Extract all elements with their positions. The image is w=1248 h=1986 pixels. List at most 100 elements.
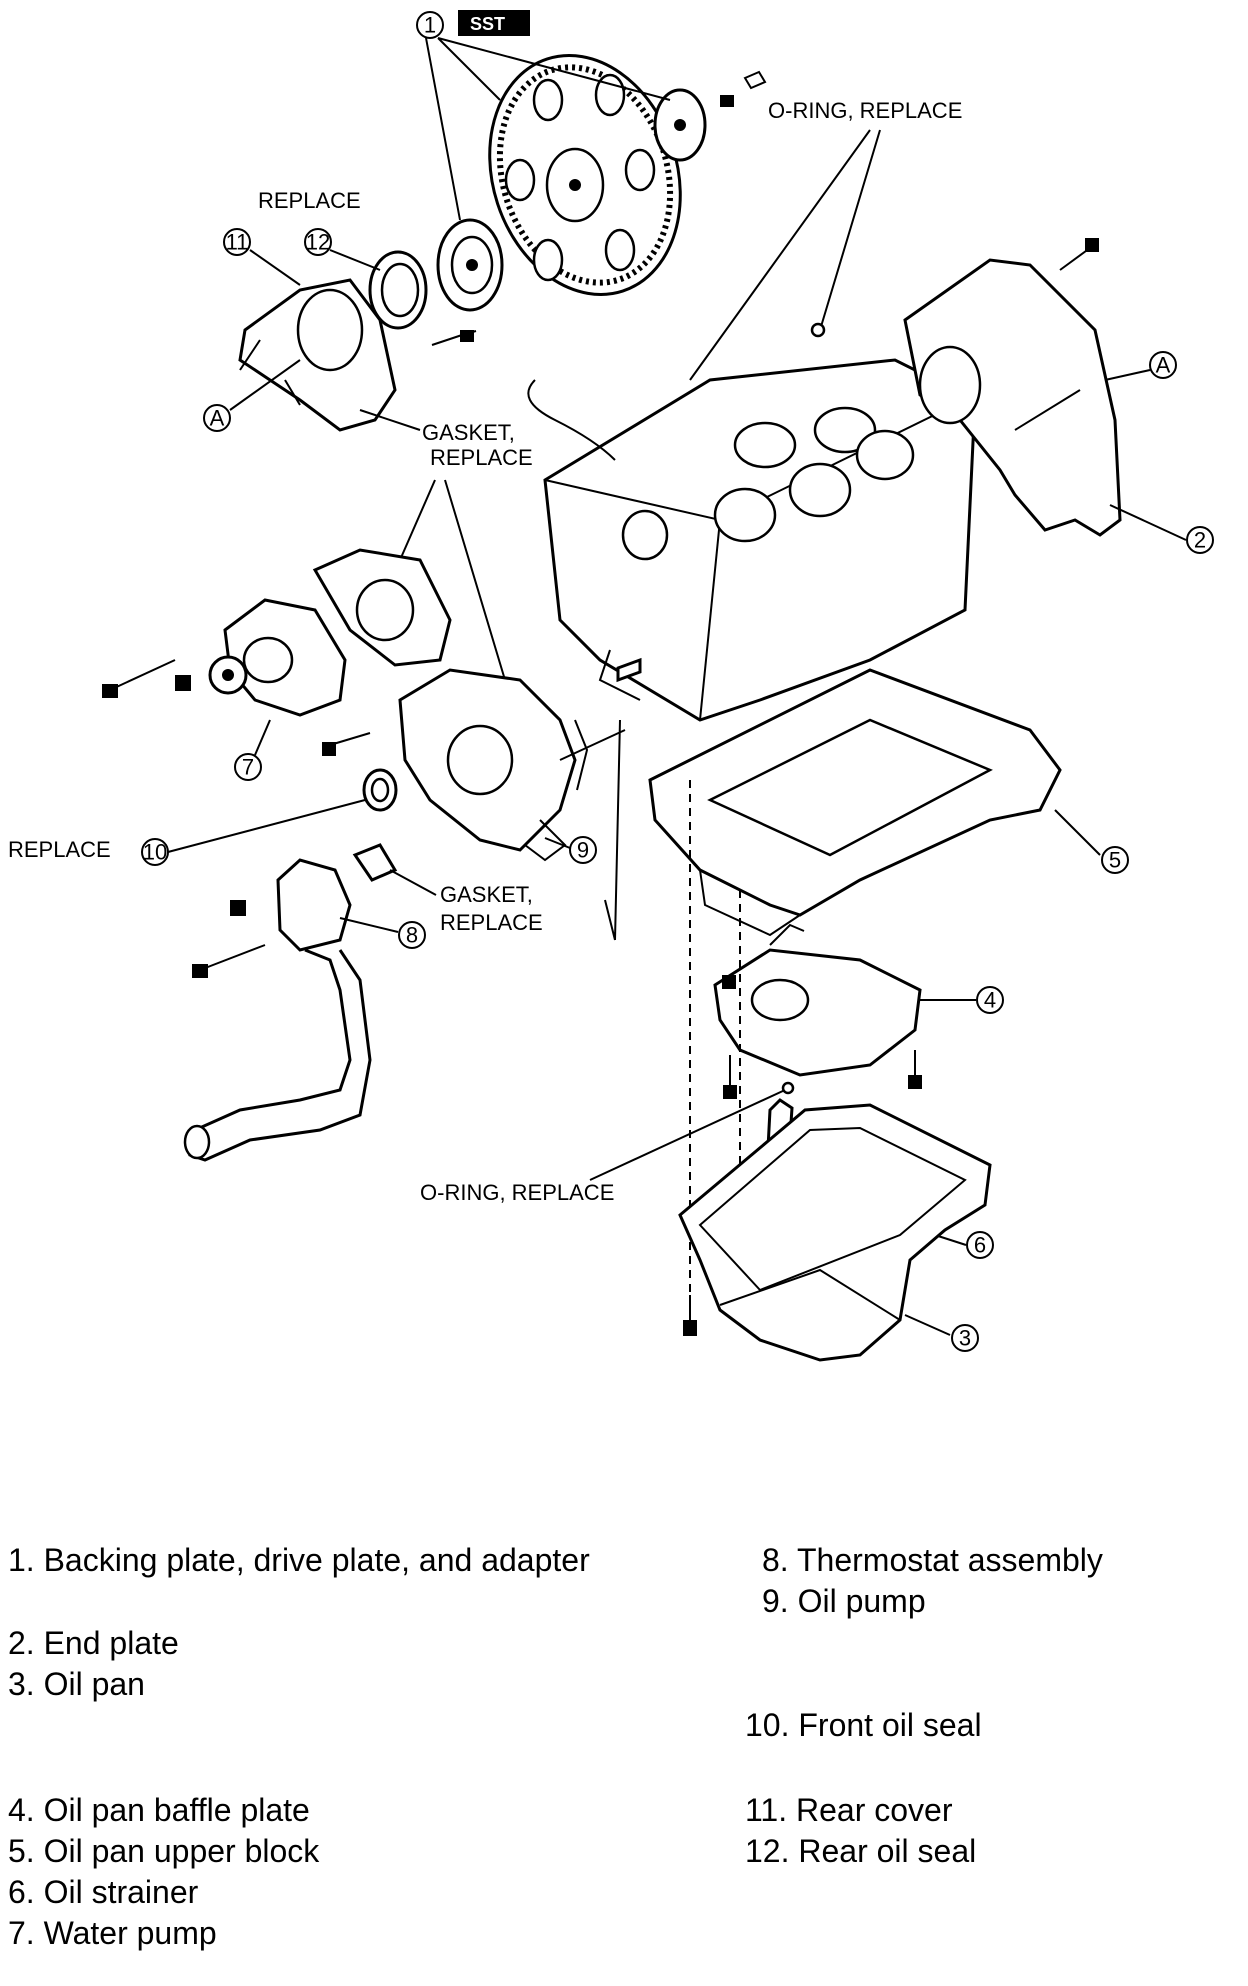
legend-text: Oil pan <box>43 1666 145 1702</box>
legend-item-9: 9. Oil pump <box>762 1581 926 1621</box>
gasket-label-bottom-line1: GASKET, <box>440 882 533 907</box>
callout-a-right <box>1149 351 1177 379</box>
callout-8 <box>398 921 426 949</box>
legend-text: Thermostat assembly <box>797 1542 1103 1578</box>
legend-item-2: 2. End plate <box>8 1623 179 1663</box>
baffle-bolt-left <box>723 1085 737 1099</box>
rear-cover <box>238 278 397 432</box>
callout-4-number: 4 <box>984 988 996 1013</box>
legend-text: Oil strainer <box>43 1874 199 1910</box>
legend-number: 8. <box>762 1542 789 1578</box>
callout-1-number: 1 <box>424 13 436 38</box>
legend-number: 4. <box>8 1792 35 1828</box>
thermostat-bolt <box>199 944 266 971</box>
legend-text: Front oil seal <box>798 1707 982 1743</box>
sst-badge <box>458 10 530 36</box>
gasket-leaders-top <box>359 409 506 681</box>
adapter <box>436 218 504 312</box>
o-ring-replace-label-top: O-RING, REPLACE <box>768 98 962 123</box>
callout-4 <box>976 986 1004 1014</box>
legend-item-3: 3. Oil pan <box>8 1664 145 1704</box>
oil-pan-bolt <box>683 1320 697 1336</box>
callout-5-number: 5 <box>1109 848 1121 873</box>
callout-12 <box>304 228 332 256</box>
legend-item-6: 6. Oil strainer <box>8 1872 198 1912</box>
water-pump-gasket <box>312 548 452 667</box>
legend-item-1: 1. Backing plate, drive plate, and adapt… <box>8 1540 590 1580</box>
callout-2 <box>1186 526 1214 554</box>
gasket-label-top-line2: REPLACE <box>430 445 533 470</box>
legend-item-4: 4. Oil pan baffle plate <box>8 1790 310 1830</box>
legend-number: 11. <box>745 1792 788 1828</box>
legend-number: 6. <box>8 1874 35 1910</box>
oil-pump <box>398 668 589 862</box>
baffle-bolt-top <box>722 975 736 989</box>
callout-a-left-letter: A <box>210 406 225 431</box>
legend-number: 9. <box>762 1583 789 1619</box>
legend-number: 12. <box>745 1833 790 1869</box>
legend-text: End plate <box>43 1625 179 1661</box>
legend-number: 1. <box>8 1542 35 1578</box>
oil-pan-baffle-plate <box>713 923 922 1077</box>
water-pump-bolt <box>109 659 176 691</box>
callout-8-number: 8 <box>406 923 418 948</box>
legend-number: 7. <box>8 1915 35 1951</box>
gasket-label-top-line1: GASKET, <box>422 420 515 445</box>
oil-pump-bolt <box>329 732 371 746</box>
callout-6 <box>966 1231 994 1259</box>
legend-item-11: 11. Rear cover <box>745 1790 953 1830</box>
legend-text: Oil pan upper block <box>43 1833 320 1869</box>
callout-11-number: 11 <box>226 230 249 255</box>
legend-number: 5. <box>8 1833 35 1869</box>
callout-2-number: 2 <box>1194 528 1206 553</box>
callout-a-left <box>203 404 231 432</box>
callout-7 <box>234 753 262 781</box>
legend-item-12: 12. Rear oil seal <box>745 1831 976 1871</box>
legend-item-10: 10. Front oil seal <box>745 1705 982 1745</box>
callout-3-number: 3 <box>959 1326 971 1351</box>
callout-1 <box>416 11 444 39</box>
baffle-bolt-right <box>908 1075 922 1089</box>
legend-item-7: 7. Water pump <box>8 1913 217 1953</box>
replace-label-10: REPLACE <box>8 837 111 862</box>
exploded-engine-diagram: 1 SST O-RING, REPLACE REPLACE 11 12 A GA… <box>8 10 1214 1362</box>
o-ring-replace-label-bottom: O-RING, REPLACE <box>420 1180 614 1205</box>
legend-item-5: 5. Oil pan upper block <box>8 1831 319 1871</box>
callout-11 <box>223 228 251 256</box>
callout-10-number: 10 <box>143 840 167 865</box>
gasket-label-bottom-line2: REPLACE <box>440 910 543 935</box>
thermostat-assembly <box>183 858 372 1162</box>
end-plate <box>903 258 1122 537</box>
replace-label-12: REPLACE <box>258 188 361 213</box>
legend-text: Water pump <box>43 1915 217 1951</box>
callout-9 <box>569 836 597 864</box>
oil-pan <box>678 1103 992 1362</box>
thermostat-nut <box>230 900 246 916</box>
callout-3 <box>951 1324 979 1352</box>
callout-6-number: 6 <box>974 1233 986 1258</box>
callout-9-number: 9 <box>577 838 589 863</box>
sst-label: SST <box>470 14 505 34</box>
front-oil-seal <box>362 768 398 812</box>
legend-text: Oil pump <box>797 1583 926 1619</box>
legend-text: Rear cover <box>796 1792 953 1828</box>
cylinder-block <box>527 358 977 722</box>
legend-number: 10. <box>745 1707 790 1743</box>
callout-5 <box>1101 846 1129 874</box>
drive-plate <box>488 54 682 296</box>
callout-7-number: 7 <box>242 755 254 780</box>
legend-text: Oil pan baffle plate <box>43 1792 310 1828</box>
legend-number: 3. <box>8 1666 35 1702</box>
o-ring-leaders-top <box>689 129 881 381</box>
legend-item-8: 8. Thermostat assembly <box>762 1540 1103 1580</box>
parts-legend: 1. Backing plate, drive plate, and adapt… <box>0 1540 1248 1980</box>
oil-pan-upper-block <box>648 668 1062 937</box>
callout-12-number: 12 <box>306 230 330 255</box>
backing-plate <box>653 70 767 162</box>
callout-1-leaders <box>425 37 671 221</box>
legend-number: 2. <box>8 1625 35 1661</box>
thermostat-gasket <box>352 843 398 882</box>
water-pump <box>208 598 347 717</box>
alignment-lines <box>689 780 741 1330</box>
callout-a-right-letter: A <box>1156 353 1171 378</box>
